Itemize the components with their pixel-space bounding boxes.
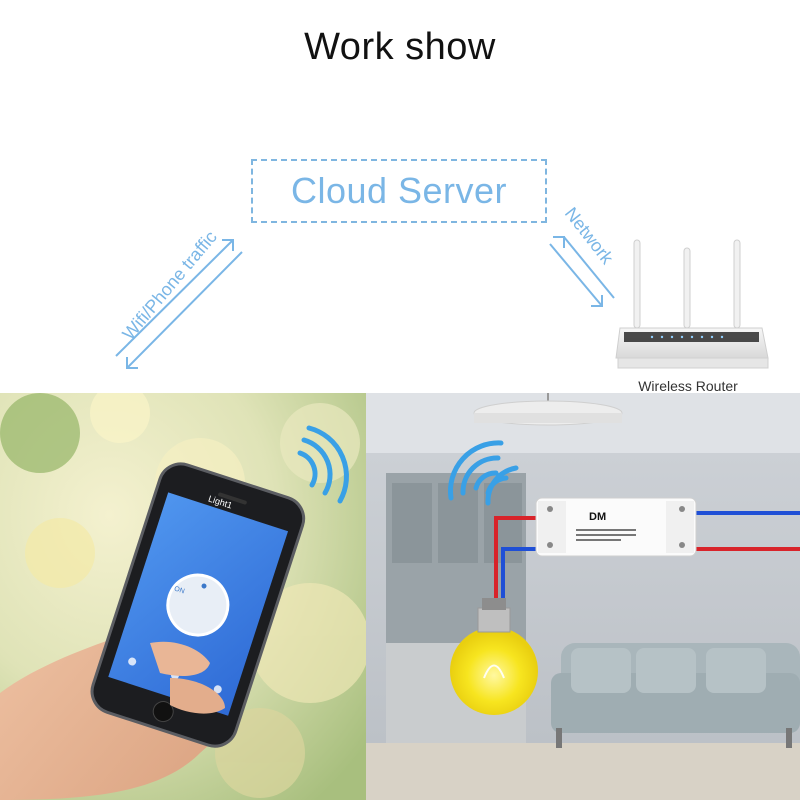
sofa — [551, 643, 800, 748]
page-title: Work show — [304, 26, 496, 68]
phone-wifi-waves — [297, 425, 349, 504]
arrow-back-line — [563, 236, 615, 299]
arrow-down-right-line — [549, 243, 603, 307]
phone-photo: Light1 ON — [0, 393, 366, 800]
arrow-down-line — [126, 251, 243, 369]
cloud-server-box: Cloud Server — [251, 159, 547, 223]
phone-link-arrows — [115, 239, 243, 369]
switch-wifi-waves — [447, 440, 519, 506]
arrow-back-head — [553, 236, 565, 248]
room-photo: DM — [366, 393, 800, 800]
cloud-server-label: Cloud Server — [290, 170, 508, 211]
smartphone — [90, 462, 306, 748]
router-link-arrows — [549, 236, 615, 307]
arrow-down-right-head — [591, 295, 603, 307]
router-image — [615, 239, 769, 369]
arrow-up-line — [115, 239, 234, 357]
router-label: Wireless Router — [638, 378, 738, 394]
smart-switch-module — [535, 497, 697, 557]
router-antennas — [633, 239, 741, 329]
light-bulb — [450, 598, 538, 715]
room-photo-illustration — [366, 393, 800, 800]
phone-photo-illustration — [0, 393, 366, 800]
arrow-up-head — [222, 239, 234, 251]
switch-brand-logo: DM — [589, 511, 607, 523]
arrow-down-head — [126, 357, 138, 369]
